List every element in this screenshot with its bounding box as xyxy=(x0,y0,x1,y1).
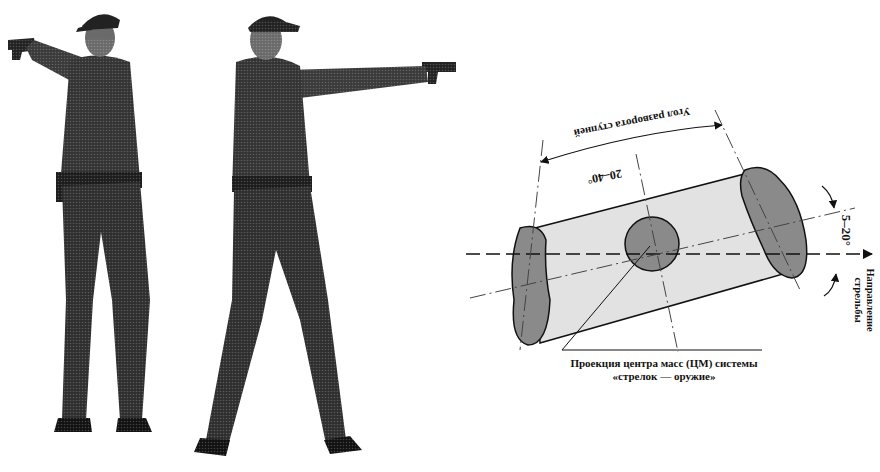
stance-diagram xyxy=(466,110,872,352)
shooter-side xyxy=(190,16,460,460)
callout-label: Проекция центра масс (ЦМ) системы «стрел… xyxy=(569,357,759,382)
shooter-front xyxy=(8,14,160,440)
angle-caption: Угол разворота ступней xyxy=(573,104,692,139)
direction-label: Направление стрельбы xyxy=(852,259,876,341)
angle-value: 20–40° xyxy=(586,166,623,186)
angle-value: 5–20° xyxy=(839,214,854,245)
